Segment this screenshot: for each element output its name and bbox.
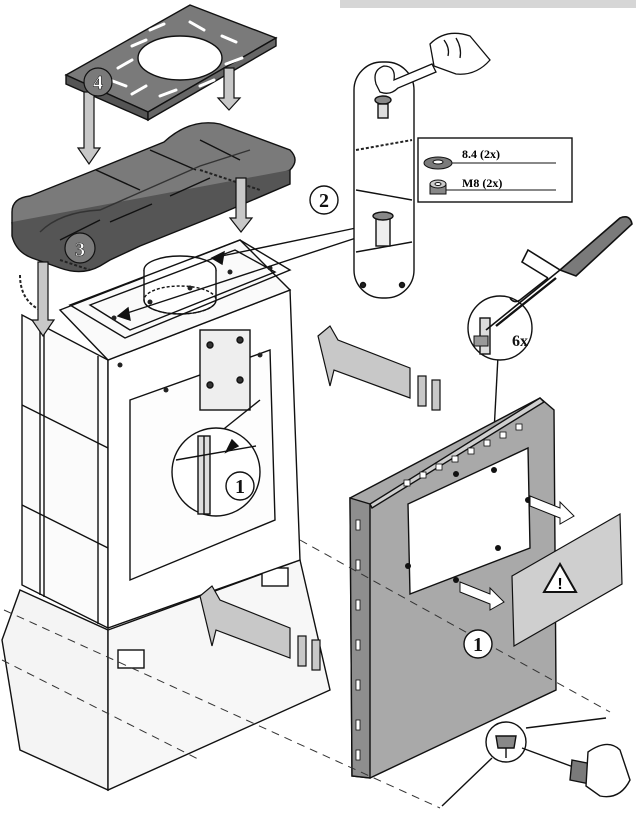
install-arrow-upper	[317, 325, 411, 399]
step2-callout: 2	[309, 185, 339, 215]
warning-label	[511, 512, 623, 648]
step1-detail-number: 1	[235, 476, 245, 498]
nut-label: M8 (2x)	[462, 176, 502, 190]
header-bar	[340, 0, 636, 8]
front-door-panel	[349, 397, 557, 779]
detail-step1	[171, 427, 261, 517]
hacksaw-icon	[485, 216, 633, 331]
step3-number: 3	[75, 239, 85, 261]
wrench-icon	[374, 32, 491, 94]
install-arrow-lower	[199, 585, 291, 659]
washer-label: 8.4 (2x)	[462, 147, 500, 161]
warning-symbol: !	[557, 576, 562, 593]
hardware-legend	[417, 137, 573, 203]
side-glass-panel	[21, 313, 109, 630]
top-grate	[64, 4, 278, 122]
step1-detail-callout: 1	[225, 471, 255, 501]
gasket-chain	[19, 169, 261, 311]
stove-body	[1, 239, 331, 792]
callouts: 4 3 2 1 1 6x	[64, 67, 528, 659]
rivets	[111, 265, 273, 393]
step4-callout: 4	[83, 67, 113, 97]
nut-icon	[429, 179, 447, 195]
placement-arrows	[30, 67, 441, 671]
alignment-lines	[1, 539, 611, 809]
step3-callout: 3	[64, 232, 96, 264]
screw-detail	[441, 717, 607, 807]
step4-number: 4	[93, 72, 103, 94]
base-vent	[117, 649, 145, 669]
step2-number: 2	[319, 190, 329, 212]
step1-main-callout: 1	[463, 629, 493, 659]
cut-arrow	[473, 335, 489, 347]
detail-step2	[353, 61, 415, 299]
top-frame	[68, 239, 292, 339]
screwdriver-icon	[521, 743, 631, 798]
warning-icon	[542, 561, 578, 593]
step1-main-number: 1	[473, 634, 483, 656]
pull-arrows	[459, 495, 575, 611]
stove-base	[1, 589, 109, 792]
hand-screwdriver	[585, 743, 631, 798]
cut-count-label: 6x	[512, 333, 528, 350]
